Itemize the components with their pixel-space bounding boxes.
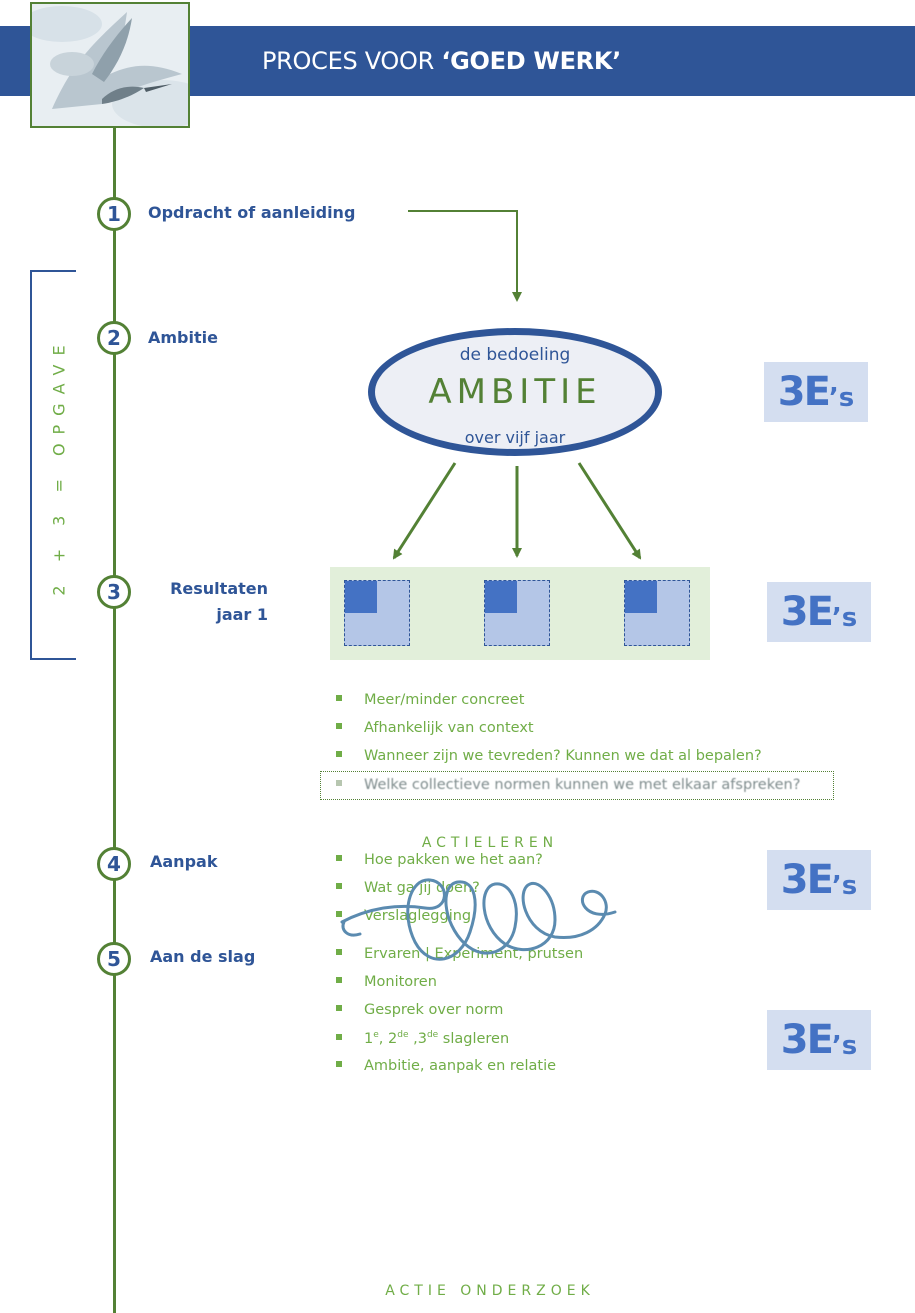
opgave-bracket — [30, 270, 76, 660]
bullet-icon — [336, 751, 342, 757]
badge-three: 3 — [780, 857, 809, 903]
arrow-ambitie-right — [577, 462, 642, 560]
bullet-icon — [336, 949, 342, 955]
list-item: Welke collectieve normen kunnen we met e… — [336, 777, 800, 793]
bullet-icon — [336, 883, 342, 889]
list-item: Gesprek over norm — [336, 1002, 503, 1018]
highlight-box — [320, 771, 834, 800]
result-square — [624, 580, 690, 646]
badge-three: 3 — [780, 589, 809, 635]
badge-s: ’s — [831, 871, 858, 901]
bullet-icon — [336, 695, 342, 701]
bullet-icon — [336, 977, 342, 983]
badge-s: ’s — [831, 603, 858, 633]
bullet-icon — [336, 855, 342, 861]
list-item: 1e, 2de ,3de slagleren — [336, 1030, 509, 1047]
list-item: Wanneer zijn we tevreden? Kunnen we dat … — [336, 748, 762, 764]
step-5-label: Aan de slag — [150, 947, 256, 966]
step-1-circle: 1 — [97, 197, 131, 231]
bullet-icon — [336, 723, 342, 729]
step-1-number: 1 — [107, 202, 121, 226]
badge-three: 3 — [777, 369, 806, 415]
result-square — [484, 580, 550, 646]
arrow-ambitie-left — [392, 462, 457, 560]
badge-three: 3 — [780, 1017, 809, 1063]
step-4-circle: 4 — [97, 847, 131, 881]
step-4-label: Aanpak — [150, 852, 218, 871]
result-square — [344, 580, 410, 646]
heron-illustration — [32, 4, 188, 126]
list-item: Monitoren — [336, 974, 437, 990]
step-4-number: 4 — [107, 852, 121, 876]
step-5-circle: 5 — [97, 942, 131, 976]
step-3-label-line2: jaar 1 — [216, 605, 268, 624]
step-3-number: 3 — [107, 580, 121, 604]
badge-e: E — [806, 589, 834, 635]
bullet-icon — [336, 1061, 342, 1067]
bullet-icon — [336, 1033, 342, 1040]
result-square-filled — [345, 581, 377, 613]
step-1-label: Opdracht of aanleiding — [148, 203, 356, 222]
step-3-label-line1: Resultaten — [170, 579, 268, 598]
action-learning-spiral-icon — [340, 878, 617, 961]
ambitie-bottom-text: over vijf jaar — [464, 428, 566, 447]
step-2-number: 2 — [107, 326, 121, 350]
heron-photo — [30, 2, 190, 128]
bullet-icon — [336, 1005, 342, 1011]
badge-e: E — [806, 857, 834, 903]
bullet-icon — [336, 780, 342, 786]
step-2-label: Ambitie — [148, 328, 218, 347]
step-3-circle: 3 — [97, 575, 131, 609]
list-item: Hoe pakken we het aan? — [336, 852, 543, 868]
ambitie-top-text: de bedoeling — [459, 345, 571, 365]
bullet-icon — [336, 911, 342, 917]
arrow-opdracht-to-ambitie — [408, 210, 522, 302]
badge-e: E — [806, 1017, 834, 1063]
list-item: Meer/minder concreet — [336, 692, 524, 708]
badge-s: ’s — [831, 1031, 858, 1061]
list-item: Afhankelijk van context — [336, 720, 534, 736]
result-square-filled — [485, 581, 517, 613]
timeline-line — [113, 126, 116, 1313]
list-item: Verslaglegging — [336, 908, 471, 924]
ambitie-main-text: AMBITIE — [428, 372, 602, 412]
page-title: PROCES VOOR ‘GOED WERK’ — [262, 47, 621, 75]
result-square-filled — [625, 581, 657, 613]
ambitie-ellipse — [368, 328, 662, 456]
badge-e: E — [803, 369, 831, 415]
actieleren-label: ACTIELEREN — [421, 835, 559, 851]
badge-s: ’s — [828, 383, 855, 413]
list-item: Ambitie, aanpak en relatie — [336, 1058, 556, 1074]
actie-onderzoek-label: ACTIE ONDERZOEK — [385, 1283, 595, 1299]
step-2-circle: 2 — [97, 321, 131, 355]
step-5-number: 5 — [107, 947, 121, 971]
step-3-label: Resultaten jaar 1 — [155, 576, 268, 628]
